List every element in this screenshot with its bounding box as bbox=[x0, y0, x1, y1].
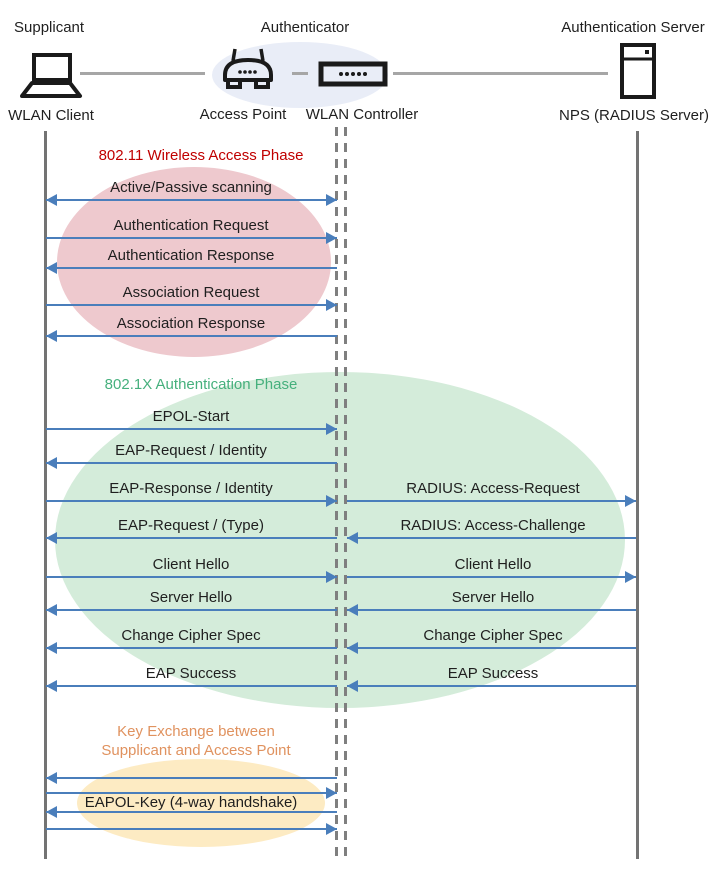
message-label: EPOL-Start bbox=[152, 408, 230, 425]
message-arrow bbox=[46, 532, 337, 544]
lifeline-nps-server bbox=[636, 131, 639, 859]
message-label: Client Hello bbox=[152, 556, 230, 573]
message-arrow bbox=[46, 457, 337, 469]
server-icon bbox=[620, 43, 656, 99]
connector-client-ap bbox=[80, 72, 205, 75]
message-label: Association Response bbox=[116, 315, 266, 332]
message-label: Client Hello bbox=[454, 556, 532, 573]
message-label: EAP Success bbox=[145, 665, 237, 682]
message-arrow bbox=[46, 680, 337, 692]
role-label-supplicant: Supplicant bbox=[14, 19, 85, 36]
message-label: Active/Passive scanning bbox=[110, 179, 272, 196]
message-label: Authentication Request bbox=[113, 217, 269, 234]
message-label: EAP-Request / (Type) bbox=[118, 517, 264, 534]
phase-ellipse-dot1x-authentication bbox=[55, 372, 625, 708]
message-label: EAP Success bbox=[447, 665, 539, 682]
message-label: Change Cipher Spec bbox=[423, 627, 563, 644]
message-label: EAPOL-Key (4-way handshake) bbox=[84, 794, 298, 811]
message-arrow bbox=[46, 299, 337, 311]
message-arrow bbox=[347, 604, 636, 616]
message-arrow bbox=[46, 787, 337, 799]
phase-ellipse-wireless-access bbox=[57, 167, 331, 357]
message-arrow bbox=[46, 262, 337, 274]
message-arrow bbox=[46, 604, 337, 616]
phase-title-key-exchange: Key Exchange between Supplicant and Acce… bbox=[101, 723, 291, 759]
device-label-wlan-controller: WLAN Controller bbox=[305, 106, 419, 123]
wlan-controller-icon bbox=[318, 61, 388, 87]
message-label: EAP-Request / Identity bbox=[115, 442, 267, 459]
message-arrow bbox=[46, 806, 337, 818]
message-arrow bbox=[46, 571, 337, 583]
lifeline-wlan-controller-dashed-left bbox=[335, 127, 338, 857]
lifeline-wlan-client bbox=[44, 131, 47, 859]
role-label-authenticator: Authenticator bbox=[260, 19, 350, 36]
message-arrow bbox=[347, 495, 636, 507]
message-arrow bbox=[347, 571, 636, 583]
message-arrow bbox=[46, 772, 337, 784]
message-label: Authentication Response bbox=[107, 247, 275, 264]
message-arrow bbox=[46, 232, 337, 244]
access-point-icon bbox=[223, 48, 273, 89]
message-arrow bbox=[46, 642, 337, 654]
message-label: Change Cipher Spec bbox=[121, 627, 261, 644]
message-label: Server Hello bbox=[149, 589, 233, 606]
phase-title-dot1x-authentication: 802.1X Authentication Phase bbox=[104, 376, 298, 393]
device-label-nps-radius-server: NPS (RADIUS Server) bbox=[558, 107, 710, 124]
device-label-access-point: Access Point bbox=[199, 106, 287, 123]
message-arrow bbox=[46, 823, 337, 835]
connector-controller-server bbox=[393, 72, 608, 75]
message-arrow bbox=[46, 330, 337, 342]
message-label: Server Hello bbox=[451, 589, 535, 606]
message-label: Association Request bbox=[122, 284, 260, 301]
phase-title-wireless-access: 802.11 Wireless Access Phase bbox=[98, 147, 304, 164]
phase-ellipse-key-exchange bbox=[77, 759, 325, 847]
message-arrow bbox=[46, 423, 337, 435]
message-arrow bbox=[46, 495, 337, 507]
device-label-wlan-client: WLAN Client bbox=[8, 107, 94, 124]
message-arrow bbox=[347, 642, 636, 654]
connector-ap-controller bbox=[292, 72, 308, 75]
message-label: RADIUS: Access-Request bbox=[406, 480, 580, 497]
laptop-icon bbox=[20, 53, 82, 98]
message-label: RADIUS: Access-Challenge bbox=[400, 517, 586, 534]
lifeline-wlan-controller-dashed-right bbox=[344, 127, 347, 857]
message-arrow bbox=[46, 194, 337, 206]
message-arrow bbox=[347, 680, 636, 692]
message-arrow bbox=[347, 532, 636, 544]
message-label: EAP-Response / Identity bbox=[109, 480, 273, 497]
role-label-authentication-server: Authentication Server bbox=[561, 19, 705, 36]
